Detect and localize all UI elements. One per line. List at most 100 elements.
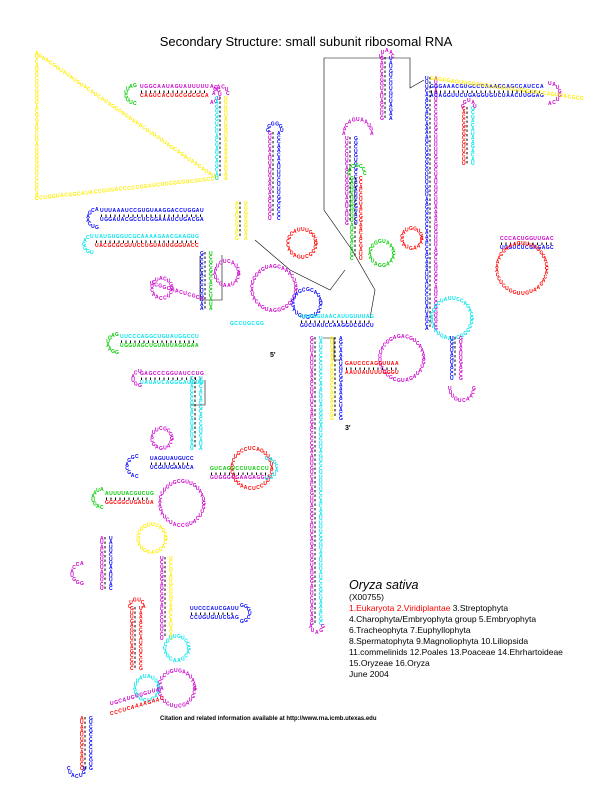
- svg-text:G: G: [104, 217, 108, 223]
- svg-text:A: A: [156, 697, 160, 703]
- svg-text:C: C: [35, 59, 39, 65]
- svg-text:A: A: [199, 413, 203, 419]
- svg-text:A: A: [81, 191, 85, 197]
- svg-text:A: A: [200, 306, 204, 312]
- svg-text:C: C: [462, 398, 466, 404]
- svg-text:U: U: [434, 243, 438, 249]
- svg-text:A: A: [330, 399, 334, 405]
- svg-text:U: U: [359, 201, 363, 207]
- svg-text:C: C: [200, 255, 204, 261]
- svg-text:A: A: [542, 278, 546, 284]
- svg-text:A: A: [35, 105, 39, 111]
- svg-text:A: A: [537, 285, 541, 291]
- svg-text:A: A: [117, 208, 121, 214]
- svg-text:C: C: [138, 217, 142, 223]
- svg-text:G: G: [89, 758, 93, 764]
- svg-text:U: U: [200, 208, 204, 214]
- svg-text:G: G: [510, 84, 514, 90]
- svg-text:G: G: [190, 421, 194, 427]
- svg-text:G: G: [188, 93, 192, 99]
- svg-text:A: A: [552, 82, 556, 88]
- svg-text:U: U: [359, 256, 363, 262]
- svg-text:A: A: [315, 630, 319, 636]
- svg-text:G: G: [73, 192, 77, 198]
- svg-text:U: U: [200, 509, 204, 515]
- svg-text:U: U: [452, 336, 456, 342]
- svg-text:U: U: [166, 456, 170, 462]
- svg-text:A: A: [545, 270, 549, 276]
- svg-text:C: C: [187, 371, 191, 377]
- svg-text:C: C: [277, 152, 281, 158]
- svg-text:C: C: [434, 130, 438, 136]
- svg-text:A: A: [166, 234, 170, 240]
- svg-text:G: G: [170, 243, 174, 249]
- svg-text:A: A: [476, 82, 480, 88]
- svg-text:A: A: [121, 217, 125, 223]
- svg-text:U: U: [310, 391, 314, 397]
- svg-text:G: G: [425, 159, 429, 165]
- svg-text:U: U: [310, 458, 314, 464]
- svg-text:C: C: [100, 549, 104, 555]
- svg-text:A: A: [250, 288, 254, 294]
- svg-text:A: A: [319, 424, 323, 430]
- svg-text:G: G: [266, 128, 270, 134]
- svg-text:C: C: [517, 245, 521, 251]
- svg-text:A: A: [425, 230, 429, 236]
- svg-text:G: G: [150, 217, 154, 223]
- svg-text:C: C: [77, 191, 81, 197]
- svg-text:G: G: [389, 375, 393, 381]
- svg-text:C: C: [277, 216, 281, 222]
- svg-text:C: C: [462, 115, 466, 121]
- svg-text:A: A: [393, 335, 397, 341]
- svg-text:A: A: [389, 243, 393, 249]
- svg-text:G: G: [173, 181, 177, 187]
- svg-text:U: U: [425, 276, 429, 282]
- svg-text:G: G: [166, 654, 170, 660]
- svg-text:A: A: [510, 93, 514, 99]
- connector-line-left: [199, 255, 223, 301]
- svg-text:G: G: [484, 83, 488, 89]
- svg-text:G: G: [339, 366, 343, 372]
- svg-text:A: A: [183, 380, 187, 386]
- svg-text:A: A: [285, 268, 289, 274]
- svg-text:A: A: [84, 85, 88, 91]
- svg-text:U: U: [310, 399, 314, 405]
- svg-text:U: U: [68, 770, 72, 776]
- svg-text:C: C: [35, 196, 39, 202]
- svg-text:C: C: [214, 85, 218, 91]
- svg-text:G: G: [319, 420, 323, 426]
- svg-text:G: G: [160, 586, 164, 592]
- svg-text:C: C: [310, 416, 314, 422]
- svg-text:U: U: [277, 191, 281, 197]
- svg-text:A: A: [293, 253, 297, 259]
- svg-text:C: C: [325, 323, 329, 329]
- svg-text:U: U: [341, 314, 345, 320]
- svg-text:G: G: [425, 205, 429, 211]
- svg-text:C: C: [209, 255, 213, 261]
- svg-text:A: A: [199, 446, 203, 452]
- svg-text:G: G: [460, 333, 464, 339]
- svg-text:A: A: [339, 391, 343, 397]
- svg-text:G: G: [345, 323, 349, 329]
- svg-text:G: G: [160, 564, 164, 570]
- svg-text:G: G: [169, 282, 173, 288]
- svg-text:U: U: [382, 239, 386, 245]
- svg-text:C: C: [193, 690, 197, 696]
- svg-text:A: A: [122, 111, 126, 117]
- svg-text:U: U: [425, 176, 429, 182]
- svg-text:A: A: [109, 540, 113, 546]
- svg-text:G: G: [48, 195, 52, 201]
- svg-text:A: A: [162, 343, 166, 349]
- svg-text:C: C: [319, 579, 323, 585]
- svg-text:G: G: [378, 239, 382, 245]
- svg-text:U: U: [462, 161, 466, 167]
- svg-text:U: U: [319, 470, 323, 476]
- svg-text:A: A: [389, 116, 393, 122]
- svg-text:C: C: [350, 252, 354, 258]
- svg-text:G: G: [35, 163, 39, 169]
- svg-text:G: G: [174, 243, 178, 249]
- svg-text:G: G: [219, 475, 223, 481]
- svg-text:C: C: [434, 301, 438, 307]
- svg-text:C: C: [219, 606, 223, 612]
- svg-text:G: G: [350, 176, 354, 182]
